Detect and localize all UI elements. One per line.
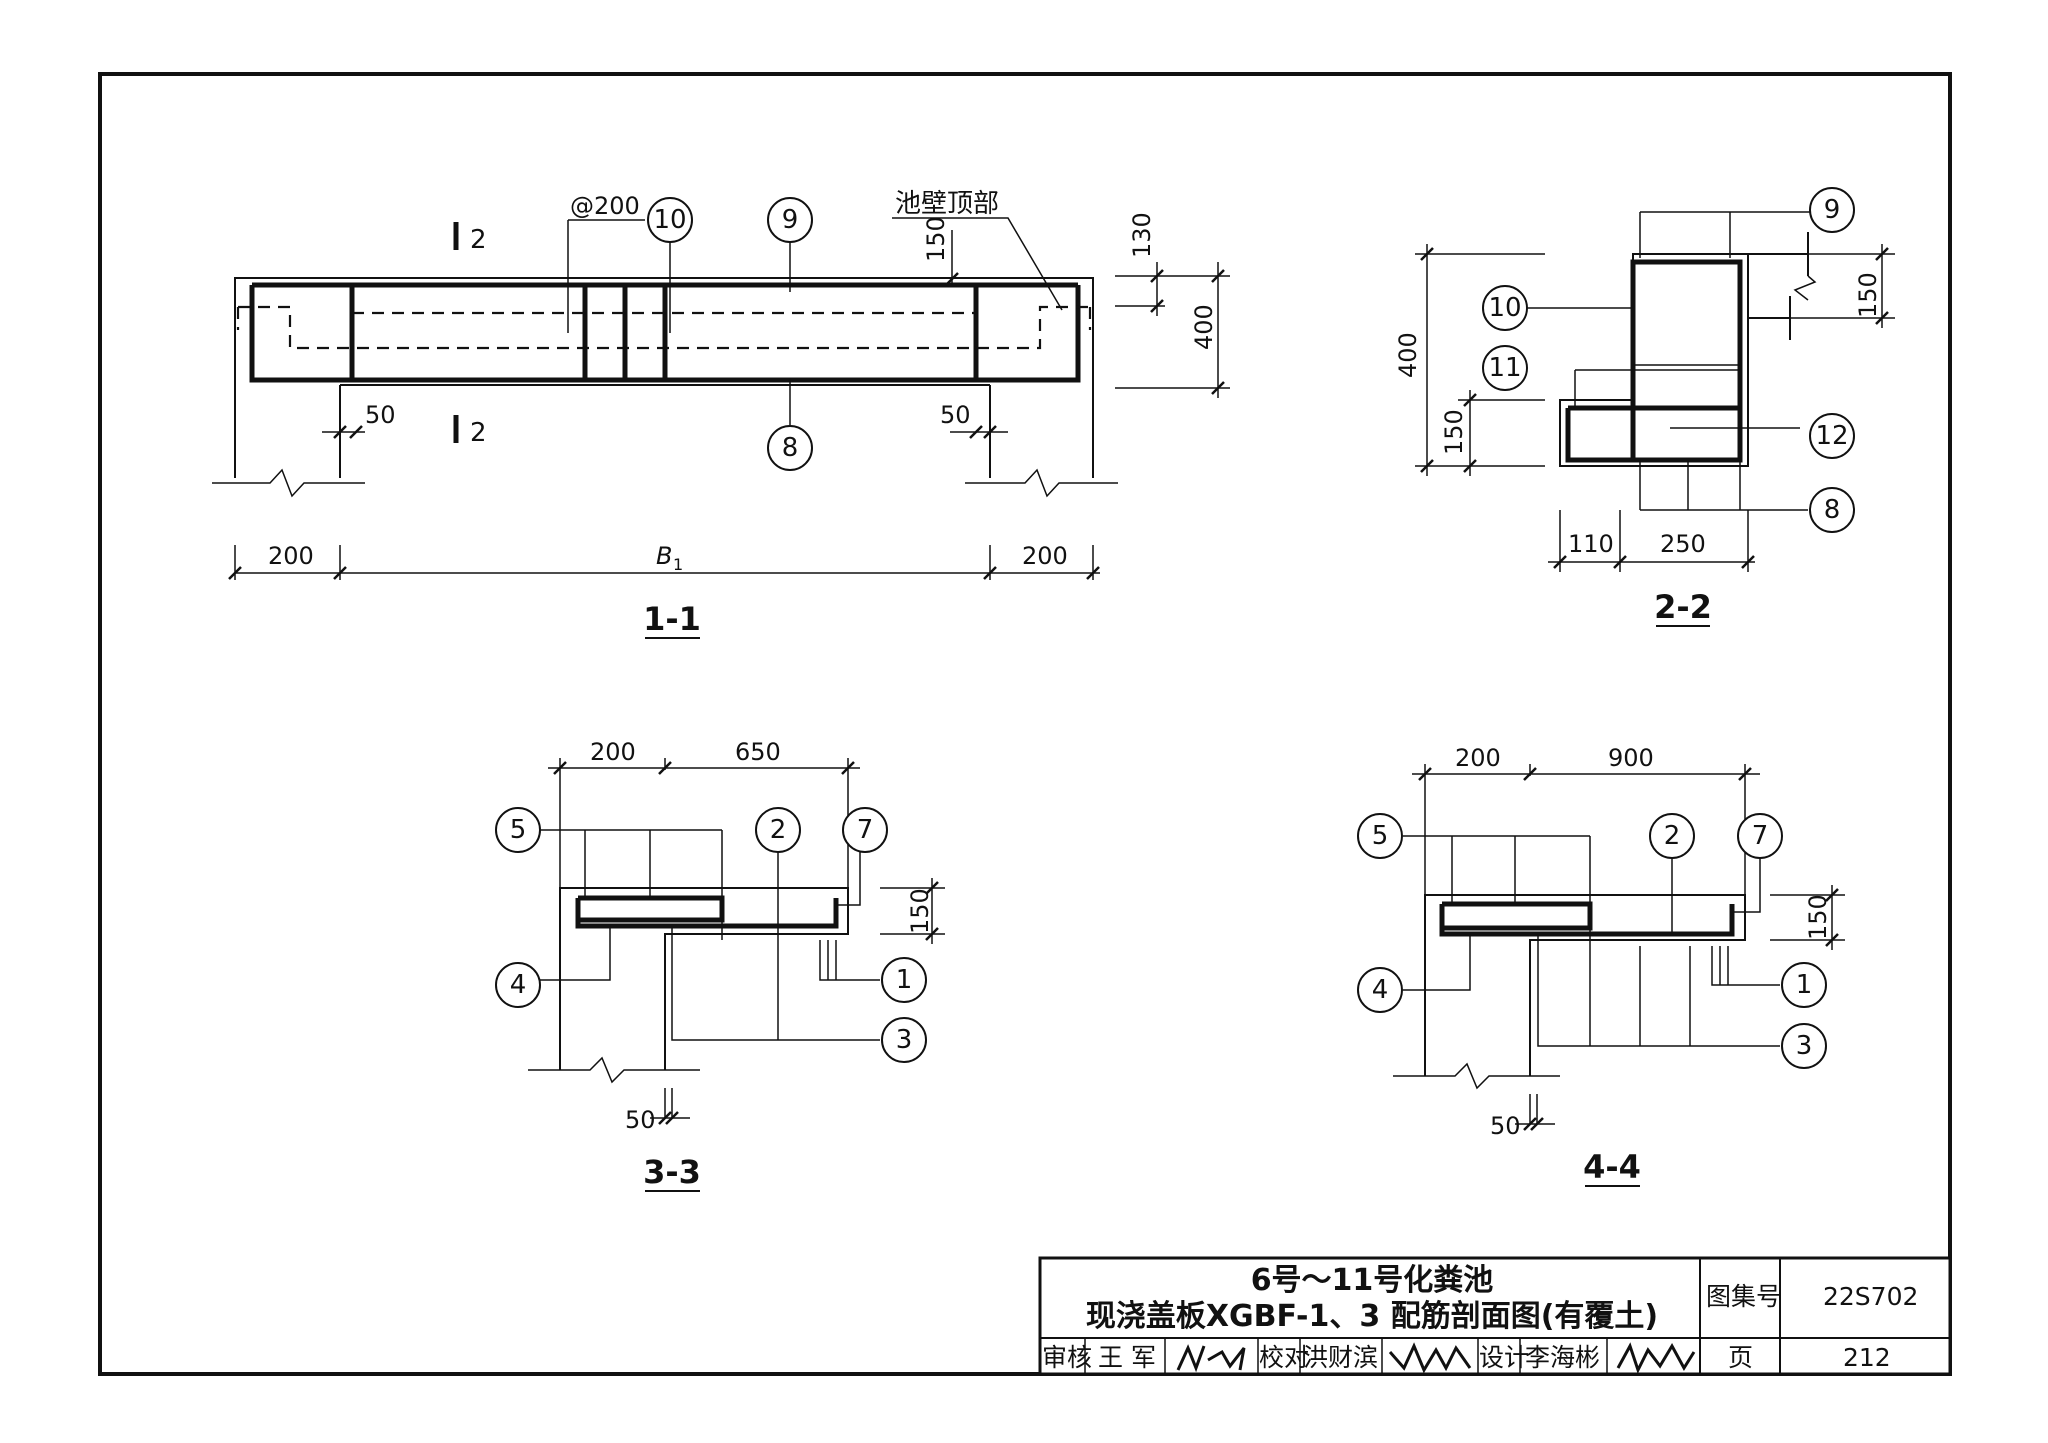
- svg-text:2: 2: [1664, 821, 1681, 851]
- callout-11: 11: [1482, 345, 1528, 391]
- dim-250: 250: [1660, 530, 1706, 558]
- svg-text:5: 5: [1372, 821, 1389, 851]
- svg-text:9: 9: [782, 205, 799, 235]
- section-4-4: 200 900 150 50 5 2 7 4 1 3 4-4: [1357, 744, 1845, 1187]
- callout-1: 1: [1781, 962, 1827, 1008]
- dim-130: 130: [1128, 212, 1156, 258]
- section-3-3: 200 650 150 50 5 2 7 4 1 3 3-3: [495, 738, 945, 1192]
- title-block: 6号～11号化粪池 现浇盖板XGBF-1、3 配筋剖面图(有覆土) 图集号 22…: [1038, 1256, 1952, 1376]
- callout-3: 3: [881, 1017, 927, 1063]
- dim-650: 650: [735, 738, 781, 766]
- svg-text:8: 8: [782, 433, 799, 463]
- dim-150: 150: [906, 888, 934, 934]
- callout-1: 1: [881, 957, 927, 1003]
- callout-3: 3: [1781, 1023, 1827, 1069]
- dim-400-right: 400: [1190, 304, 1218, 350]
- dim-150-left: 150: [1440, 409, 1468, 455]
- checker-name: 洪财滨: [1303, 1343, 1378, 1372]
- dim-150-right: 150: [1854, 272, 1882, 318]
- dim-50-right: 50: [940, 401, 971, 429]
- svg-text:4: 4: [510, 970, 527, 1000]
- svg-text:10: 10: [653, 205, 686, 235]
- callout-9: 9: [767, 197, 813, 243]
- callout-5: 5: [495, 807, 541, 853]
- section-2-2-title: 2-2: [1654, 588, 1712, 626]
- dim-50: 50: [1490, 1112, 1521, 1140]
- dim-b1: B: [656, 542, 672, 570]
- callout-9: 9: [1809, 187, 1855, 233]
- svg-text:2: 2: [770, 815, 787, 845]
- atlas-number: 22S702: [1823, 1282, 1918, 1311]
- callout-2: 2: [755, 807, 801, 853]
- callout-12: 12: [1809, 413, 1855, 459]
- callout-8: 8: [767, 425, 813, 471]
- atlas-label: 图集号: [1706, 1282, 1781, 1311]
- callout-5: 5: [1357, 813, 1403, 859]
- dim-50: 50: [625, 1106, 656, 1134]
- title-line-2: 现浇盖板XGBF-1、3 配筋剖面图(有覆土): [1086, 1299, 1658, 1334]
- svg-text:10: 10: [1488, 293, 1521, 323]
- dim-110: 110: [1568, 530, 1614, 558]
- sheet-border: [98, 72, 1952, 1376]
- reviewer-name: 王 军: [1098, 1343, 1156, 1372]
- spacing-label: @200: [570, 192, 640, 220]
- callout-8: 8: [1809, 487, 1855, 533]
- designer-signature: [1616, 1342, 1696, 1374]
- cut-mark-top: 2: [470, 225, 487, 255]
- svg-text:4: 4: [1372, 975, 1389, 1005]
- reviewer-signature: [1176, 1344, 1246, 1373]
- callout-10: 10: [647, 197, 693, 243]
- section-2-2: 400 150 150 110 250 9 10 11 12 8 2-2: [1394, 187, 1895, 627]
- dim-900: 900: [1608, 744, 1654, 772]
- svg-text:9: 9: [1824, 195, 1841, 225]
- svg-text:3: 3: [896, 1025, 913, 1055]
- review-label: 审核: [1042, 1343, 1092, 1372]
- cut-mark-bottom: 2: [470, 418, 487, 448]
- section-3-3-title: 3-3: [643, 1153, 701, 1191]
- svg-text:7: 7: [1752, 821, 1769, 851]
- svg-text:7: 7: [857, 815, 874, 845]
- callout-7: 7: [842, 807, 888, 853]
- dim-200: 200: [1455, 744, 1501, 772]
- callout-7: 7: [1737, 813, 1783, 859]
- svg-text:3: 3: [1796, 1031, 1813, 1061]
- callout-4: 4: [495, 962, 541, 1008]
- wall-top-label: 池壁顶部: [895, 189, 999, 219]
- page-label: 页: [1728, 1343, 1753, 1372]
- dim-150-top: 150: [922, 216, 950, 262]
- designer-name: 李海彬: [1525, 1343, 1600, 1372]
- dim-b1-subscript: 1: [673, 555, 683, 574]
- dim-50-left: 50: [365, 401, 396, 429]
- svg-text:11: 11: [1488, 353, 1521, 383]
- callout-2: 2: [1649, 813, 1695, 859]
- svg-text:1: 1: [1796, 970, 1813, 1000]
- dim-200-left: 200: [268, 542, 314, 570]
- design-label: 设计: [1479, 1343, 1529, 1372]
- checker-signature: [1388, 1342, 1472, 1374]
- dim-200: 200: [590, 738, 636, 766]
- svg-text:5: 5: [510, 815, 527, 845]
- dim-150: 150: [1804, 894, 1832, 940]
- callout-4: 4: [1357, 967, 1403, 1013]
- callout-10: 10: [1482, 285, 1528, 331]
- section-1-1: @200 池壁顶部 2 2 200 200 B 1 50 50 130 400: [212, 189, 1230, 639]
- title-line-1: 6号～11号化粪池: [1251, 1263, 1494, 1298]
- svg-text:1: 1: [896, 965, 913, 995]
- dim-400: 400: [1394, 332, 1422, 378]
- check-label: 校对: [1259, 1343, 1309, 1372]
- dim-200-right: 200: [1022, 542, 1068, 570]
- svg-text:12: 12: [1815, 421, 1848, 451]
- section-1-1-title: 1-1: [643, 600, 701, 638]
- svg-text:8: 8: [1824, 495, 1841, 525]
- page-number: 212: [1843, 1343, 1891, 1372]
- section-4-4-title: 4-4: [1583, 1148, 1641, 1186]
